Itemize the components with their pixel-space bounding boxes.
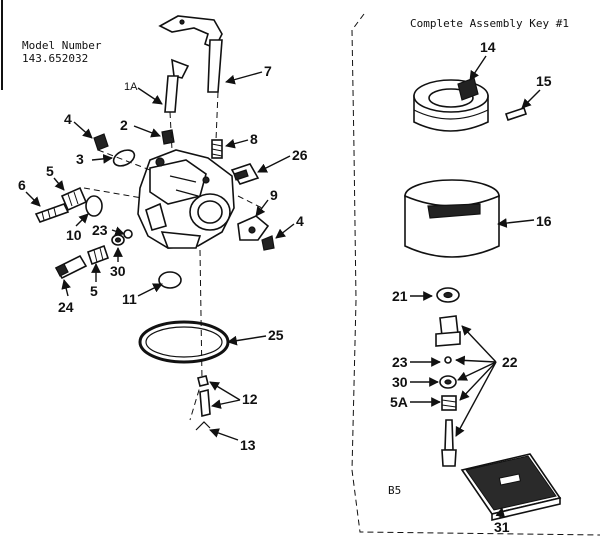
model-number-value: 143.652032 xyxy=(22,52,88,65)
label-8: 8 xyxy=(250,131,258,147)
label-23-carb: 23 xyxy=(92,222,108,238)
label-30-carb: 30 xyxy=(110,263,126,279)
label-26: 26 xyxy=(292,147,308,163)
assembly-nozzle xyxy=(435,315,461,347)
label-22: 22 xyxy=(502,354,518,370)
assembly-seal-30 xyxy=(439,375,457,389)
guide-line-plate xyxy=(237,195,263,209)
leader-11 xyxy=(137,283,163,297)
leader-12a xyxy=(209,381,241,401)
leader-4a xyxy=(73,121,93,139)
leader-24 xyxy=(61,279,71,297)
leader-16 xyxy=(497,218,535,228)
assembly-pin xyxy=(504,106,528,122)
assembly-washer-21 xyxy=(436,287,460,303)
assembly-title: Complete Assembly Key #1 xyxy=(410,17,569,30)
assembly-divider xyxy=(351,13,601,536)
leader-3 xyxy=(91,154,113,164)
guide-line-choke xyxy=(169,111,173,151)
fuel-inlet-fitting xyxy=(230,163,260,185)
plate-screw xyxy=(261,235,275,251)
leader-12b xyxy=(211,399,241,409)
label-b5: B5 xyxy=(388,484,401,497)
leader-22c xyxy=(457,361,497,381)
shaft-spring xyxy=(211,139,223,159)
label-21: 21 xyxy=(392,288,408,304)
leader-6 xyxy=(25,191,41,207)
leader-14 xyxy=(469,55,487,81)
leader-22a xyxy=(461,325,497,363)
assembly-spring-5a xyxy=(441,395,457,411)
leader-23a xyxy=(111,226,125,236)
leader-5t xyxy=(53,177,65,191)
label-30-kit: 30 xyxy=(392,374,408,390)
leader-9 xyxy=(255,199,269,217)
choke-screw xyxy=(161,129,175,145)
seal-30 xyxy=(111,234,125,246)
assembly-needle xyxy=(441,419,457,467)
label-23-kit: 23 xyxy=(392,354,408,370)
needle-clip xyxy=(195,421,211,431)
label-10: 10 xyxy=(66,227,82,243)
label-5-top: 5 xyxy=(46,163,54,179)
leader-2 xyxy=(133,125,161,138)
leader-26 xyxy=(257,155,291,173)
label-1a: 1A xyxy=(124,81,138,93)
label-25: 25 xyxy=(268,327,284,343)
label-4-top: 4 xyxy=(64,111,72,127)
label-31: 31 xyxy=(494,519,510,535)
gasket-10 xyxy=(85,195,103,217)
leader-4b xyxy=(275,223,295,239)
label-6: 6 xyxy=(18,177,26,193)
main-needle xyxy=(54,254,88,280)
instruction-booklet xyxy=(460,453,562,522)
idle-needle xyxy=(34,203,70,223)
label-16: 16 xyxy=(536,213,552,229)
leader-31 xyxy=(495,507,506,519)
label-11: 11 xyxy=(122,291,137,307)
leader-13 xyxy=(209,428,239,441)
label-14: 14 xyxy=(480,39,496,55)
leader-7 xyxy=(225,71,263,85)
leader-10 xyxy=(75,213,89,227)
guide-line-throttle xyxy=(215,91,219,141)
washer-23 xyxy=(123,229,133,239)
assembly-top-ring xyxy=(413,77,489,132)
label-12: 12 xyxy=(242,391,258,407)
float-disc xyxy=(158,271,182,289)
leader-22d xyxy=(459,361,497,401)
label-9: 9 xyxy=(270,187,278,203)
choke-plate xyxy=(112,149,136,167)
leader-1a xyxy=(137,87,163,105)
label-2: 2 xyxy=(120,117,128,133)
leader-25 xyxy=(227,335,267,346)
leader-22b xyxy=(455,355,497,366)
leader-15 xyxy=(521,89,541,109)
assembly-washer-23 xyxy=(444,356,452,364)
label-4-right: 4 xyxy=(296,213,304,229)
label-5-bottom: 5 xyxy=(90,283,98,299)
choke-shaft xyxy=(164,58,190,113)
label-15: 15 xyxy=(536,73,552,89)
carburetor-body xyxy=(137,149,235,249)
leader-22e xyxy=(455,361,497,437)
label-13: 13 xyxy=(240,437,256,453)
model-number-label: Model Number xyxy=(22,39,102,52)
main-spring xyxy=(86,244,110,266)
leader-8 xyxy=(225,138,249,149)
inlet-needle xyxy=(197,375,211,418)
assembly-bowl xyxy=(404,179,500,258)
label-7: 7 xyxy=(264,63,272,79)
bowl-gasket xyxy=(138,320,230,364)
label-3: 3 xyxy=(76,151,84,167)
label-5a: 5A xyxy=(390,394,408,410)
fuel-screw-top xyxy=(93,133,109,151)
label-24: 24 xyxy=(58,299,74,315)
